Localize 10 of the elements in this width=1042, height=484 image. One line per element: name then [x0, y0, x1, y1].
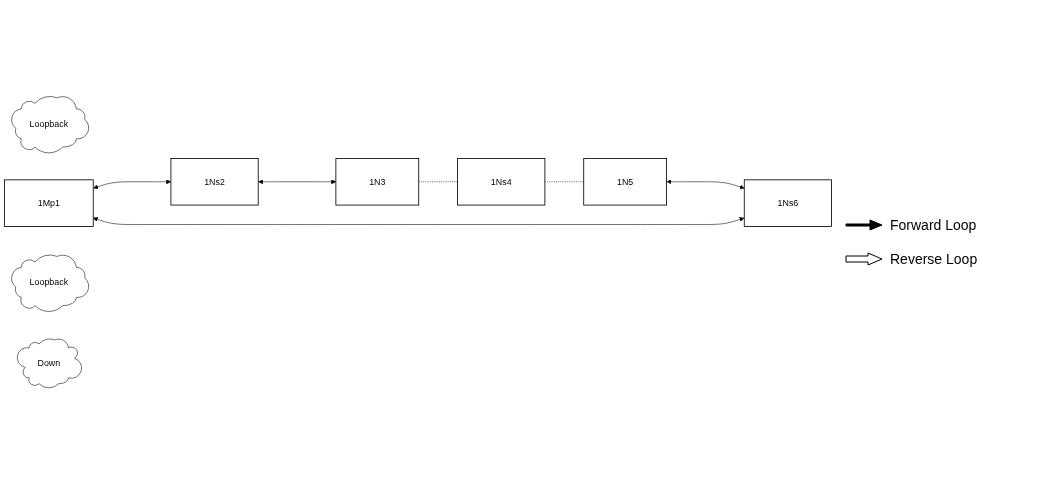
legend-label: Forward Loop: [890, 217, 977, 233]
legend-label: Reverse Loop: [890, 251, 978, 267]
node-box: 1Ns6: [743, 179, 832, 227]
connector: [418, 181, 458, 182]
connector: [544, 181, 584, 182]
node-box: 1N5: [583, 157, 667, 206]
node-box: 1Ns4: [457, 157, 546, 206]
node-box: 1Ns2: [170, 157, 259, 206]
node-box: 1N3: [335, 157, 420, 206]
node-box: 1Mp1: [4, 179, 94, 227]
